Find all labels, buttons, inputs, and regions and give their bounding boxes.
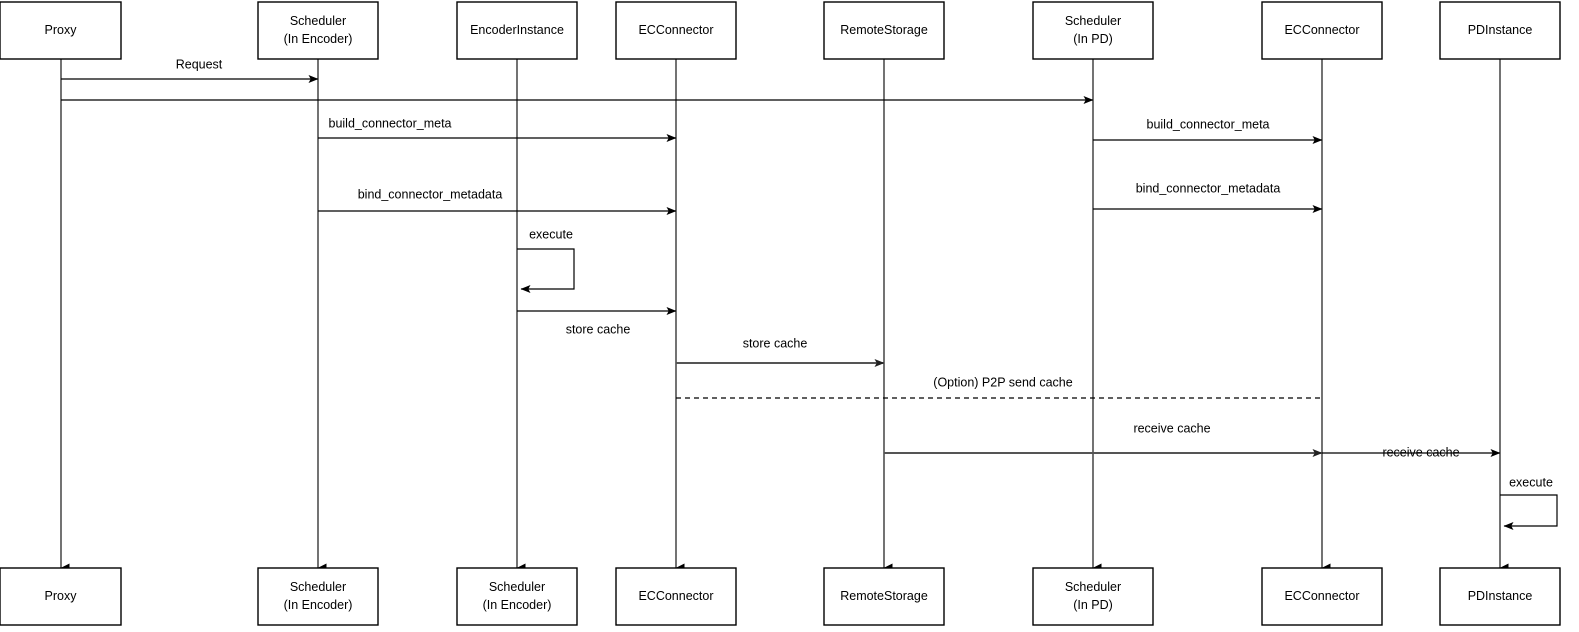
lifelines-layer — [60, 59, 1509, 573]
participant-sublabel: (In PD) — [1073, 598, 1113, 612]
message-m1[interactable]: Request — [61, 57, 319, 83]
message-label: store cache — [566, 322, 631, 336]
participant-box-bottom-ecconn_enc[interactable]: ECConnector — [615, 567, 737, 626]
participant-label: RemoteStorage — [840, 589, 928, 603]
participant-sublabel: (In Encoder) — [483, 598, 552, 612]
participant-box-top-proxy[interactable]: Proxy — [0, 1, 122, 60]
participant-box-bottom-encoder_inst[interactable]: Scheduler (In Encoder) — [456, 567, 578, 626]
message-m6[interactable]: bind_connector_metadata — [1093, 181, 1323, 213]
message-label: store cache — [743, 336, 808, 350]
message-label: build_connector_meta — [329, 116, 452, 130]
participant-box-bottom-sched_enc[interactable]: Scheduler (In Encoder) — [257, 567, 379, 626]
message-label: receive cache — [1382, 445, 1459, 459]
participant-label: Scheduler — [290, 14, 346, 28]
participant-box-top-sched_pd[interactable]: Scheduler (In PD) — [1032, 1, 1154, 60]
messages-layer: Request build_connector_meta build_connect… — [61, 57, 1501, 459]
participant-box-top-ecconn_pd[interactable]: ECConnector — [1261, 1, 1383, 60]
message-label: bind_connector_metadata — [1136, 181, 1281, 195]
participant-sublabel: (In Encoder) — [284, 32, 353, 46]
participant-box-bottom-sched_pd[interactable]: Scheduler (In PD) — [1032, 567, 1154, 626]
participant-label: Proxy — [45, 23, 78, 37]
participant-box-bottom-ecconn_pd[interactable]: ECConnector — [1261, 567, 1383, 626]
self-message-label: execute — [1509, 475, 1553, 489]
participant-label: Scheduler — [489, 580, 545, 594]
participant-label: Proxy — [45, 589, 78, 603]
participant-box-top-sched_enc[interactable]: Scheduler (In Encoder) — [257, 1, 379, 60]
participant-label: RemoteStorage — [840, 23, 928, 37]
message-m3[interactable]: build_connector_meta — [318, 116, 677, 142]
participant-label: Scheduler — [290, 580, 346, 594]
self-message-s1[interactable]: execute — [517, 227, 575, 293]
self-message-path — [517, 248, 575, 293]
participant-label: PDInstance — [1468, 23, 1533, 37]
message-m8[interactable]: store cache — [676, 336, 885, 367]
participant-box-top-remote_store[interactable]: RemoteStorage — [823, 1, 945, 60]
message-label: receive cache — [1133, 421, 1210, 435]
participant-box-top-ecconn_enc[interactable]: ECConnector — [615, 1, 737, 60]
message-m11[interactable]: receive cache — [1322, 445, 1501, 459]
message-label: build_connector_meta — [1147, 117, 1270, 131]
participant-box-bottom-remote_store[interactable]: RemoteStorage — [823, 567, 945, 626]
participant-sublabel: (In Encoder) — [284, 598, 353, 612]
participant-label: ECConnector — [1284, 23, 1359, 37]
message-label: (Option) P2P send cache — [933, 375, 1072, 389]
participant-label: Scheduler — [1065, 14, 1121, 28]
participant-label: ECConnector — [1284, 589, 1359, 603]
participant-box-top-encoder_inst[interactable]: EncoderInstance — [456, 1, 578, 60]
participant-label: PDInstance — [1468, 589, 1533, 603]
self-message-label: execute — [529, 227, 573, 241]
message-m5[interactable]: bind_connector_metadata — [318, 187, 677, 215]
self-message-s2[interactable]: execute — [1500, 475, 1558, 530]
participant-label: ECConnector — [638, 589, 713, 603]
participant-box-bottom-proxy[interactable]: Proxy — [0, 567, 122, 626]
participant-label: EncoderInstance — [470, 23, 564, 37]
participant-label: ECConnector — [638, 23, 713, 37]
message-m9[interactable]: (Option) P2P send cache — [676, 375, 1322, 399]
message-m4[interactable]: build_connector_meta — [1093, 117, 1323, 144]
participant-sublabel: (In PD) — [1073, 32, 1113, 46]
message-label: Request — [176, 57, 223, 71]
message-m10[interactable]: receive cache — [884, 421, 1323, 457]
message-label: bind_connector_metadata — [358, 187, 503, 201]
self-message-path — [1500, 494, 1558, 530]
participant-label: Scheduler — [1065, 580, 1121, 594]
participant-box-top-pd_instance[interactable]: PDInstance — [1439, 1, 1561, 60]
participant-box-bottom-pd_instance[interactable]: PDInstance — [1439, 567, 1561, 626]
message-m7[interactable]: store cache — [517, 307, 677, 336]
self-messages-layer: execute execute — [517, 227, 1558, 530]
